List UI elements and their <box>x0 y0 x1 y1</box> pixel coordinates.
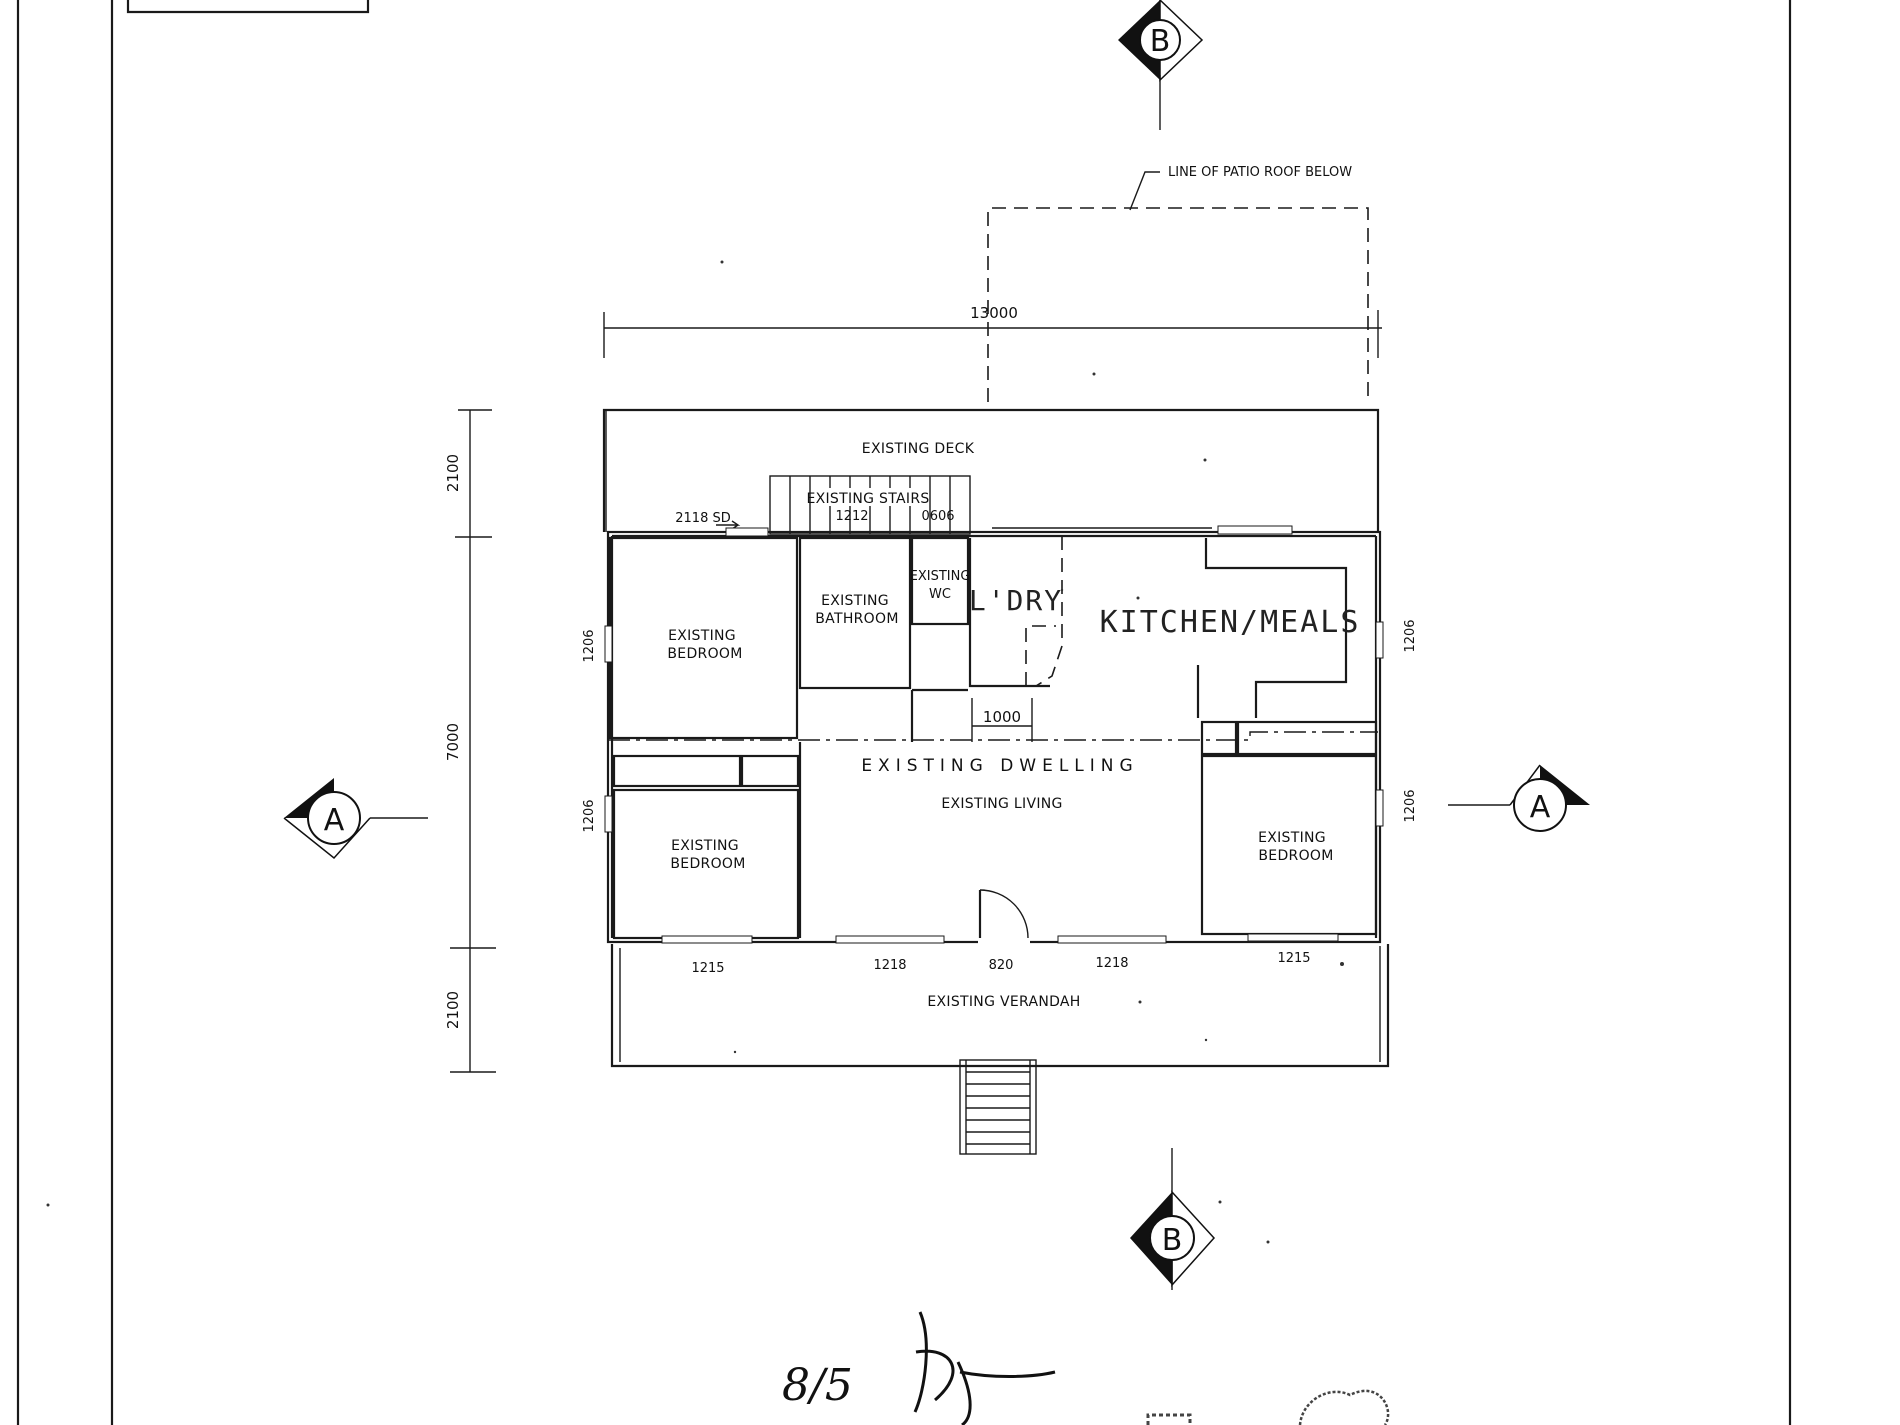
section-label-b-top: B <box>1150 24 1171 59</box>
vertical-dimensions: 2100 7000 2100 <box>444 409 496 1073</box>
section-label-a-left: A <box>324 803 345 838</box>
section-marker-a-right: A <box>1448 764 1590 832</box>
verandah-label: EXISTING VERANDAH <box>927 994 1080 1010</box>
dim-deck-depth: 2100 <box>444 454 462 492</box>
stamp-fragment <box>1146 1389 1390 1425</box>
laundry-width-label: 1000 <box>983 708 1021 726</box>
bedroom-nw: EXISTING BEDROOM <box>608 536 799 740</box>
front-window-3 <box>1057 935 1167 944</box>
robes-east <box>1200 720 1378 756</box>
front-window-label-3: 1218 <box>1095 956 1128 971</box>
bedroom-sw-label-2: BEDROOM <box>670 856 745 872</box>
kitchen-window <box>1217 525 1293 535</box>
kitchen-meals: KITCHEN/MEALS <box>1100 538 1361 718</box>
section-marker-b-top: B <box>1118 0 1204 130</box>
window-east-lower <box>1375 789 1384 827</box>
overall-width-label: 13000 <box>970 304 1018 322</box>
bedroom-nw-label-1: EXISTING <box>668 628 736 644</box>
sliding-door-opening <box>725 527 769 537</box>
wc-label-1: EXISTING <box>910 569 971 584</box>
living-label: EXISTING LIVING <box>941 796 1062 812</box>
bedroom-e: EXISTING BEDROOM <box>1200 754 1378 936</box>
bedroom-e-label-2: BEDROOM <box>1258 848 1333 864</box>
living-area: EXISTING DWELLING EXISTING LIVING <box>861 756 1138 812</box>
window-east-upper <box>1375 621 1384 659</box>
signature <box>913 1311 1056 1425</box>
scan-specks <box>46 260 1344 1244</box>
window-label-east-lower: 1206 <box>1403 789 1418 822</box>
window-label-stairs: 1212 <box>835 509 868 524</box>
patio-roof-line: LINE OF PATIO ROOF BELOW <box>987 165 1369 402</box>
window-label-east-upper: 1206 <box>1403 619 1418 652</box>
section-marker-b-bottom: B <box>1130 1148 1216 1290</box>
bedroom-e-label-1: EXISTING <box>1258 830 1326 846</box>
dim-dwelling-depth: 7000 <box>444 723 462 761</box>
patio-roof-note: LINE OF PATIO ROOF BELOW <box>1168 165 1352 180</box>
window-label-wc: 0606 <box>921 509 954 524</box>
front-window-label-2: 1218 <box>873 958 906 973</box>
kitchen-label: KITCHEN/MEALS <box>1100 605 1361 640</box>
deck-area: EXISTING DECK <box>602 408 1380 532</box>
structural-line <box>608 731 1378 741</box>
bathroom-label-2: BATHROOM <box>815 611 898 627</box>
title-block-fragment <box>126 0 370 14</box>
rear-stairs: EXISTING STAIRS <box>769 475 971 535</box>
stairs-label: EXISTING STAIRS <box>806 491 929 507</box>
window-west-lower <box>604 795 613 833</box>
laundry-width-dimension: 1000 <box>971 698 1033 742</box>
front-window-1 <box>661 935 753 944</box>
overall-width-dimension: 13000 <box>603 304 1382 358</box>
front-window-4 <box>1247 933 1339 942</box>
deck-label: EXISTING DECK <box>862 441 975 457</box>
wc-label-2: WC <box>929 587 951 602</box>
bedroom-sw: EXISTING BEDROOM <box>612 742 802 940</box>
laundry-label: L'DRY <box>969 584 1063 617</box>
front-stairs <box>959 1059 1037 1155</box>
verandah: EXISTING VERANDAH <box>610 944 1390 1068</box>
bedroom-sw-label-1: EXISTING <box>671 838 739 854</box>
window-west-upper <box>604 625 613 663</box>
section-label-a-right: A <box>1530 790 1551 825</box>
wc: EXISTING WC <box>910 536 971 626</box>
bedroom-nw-label-2: BEDROOM <box>667 646 742 662</box>
front-window-2 <box>835 935 945 944</box>
dim-verandah-depth: 2100 <box>444 991 462 1029</box>
front-window-label-4: 1215 <box>1277 951 1310 966</box>
dwelling-label: EXISTING DWELLING <box>861 756 1138 776</box>
front-door <box>978 889 1030 944</box>
front-door-label: 820 <box>989 958 1014 973</box>
section-marker-a-left: A <box>283 778 428 860</box>
bathroom: EXISTING BATHROOM <box>798 536 912 690</box>
robes-west <box>612 754 800 788</box>
window-label-west-lower: 1206 <box>582 799 597 832</box>
front-window-label-1: 1215 <box>691 961 724 976</box>
window-label-west-upper: 1206 <box>582 629 597 662</box>
bathroom-label-1: EXISTING <box>821 593 889 609</box>
section-label-b-bottom: B <box>1162 1223 1183 1258</box>
sliding-door-label: 2118 SD <box>675 511 730 526</box>
handwritten-note: 8/5 <box>782 1360 853 1411</box>
